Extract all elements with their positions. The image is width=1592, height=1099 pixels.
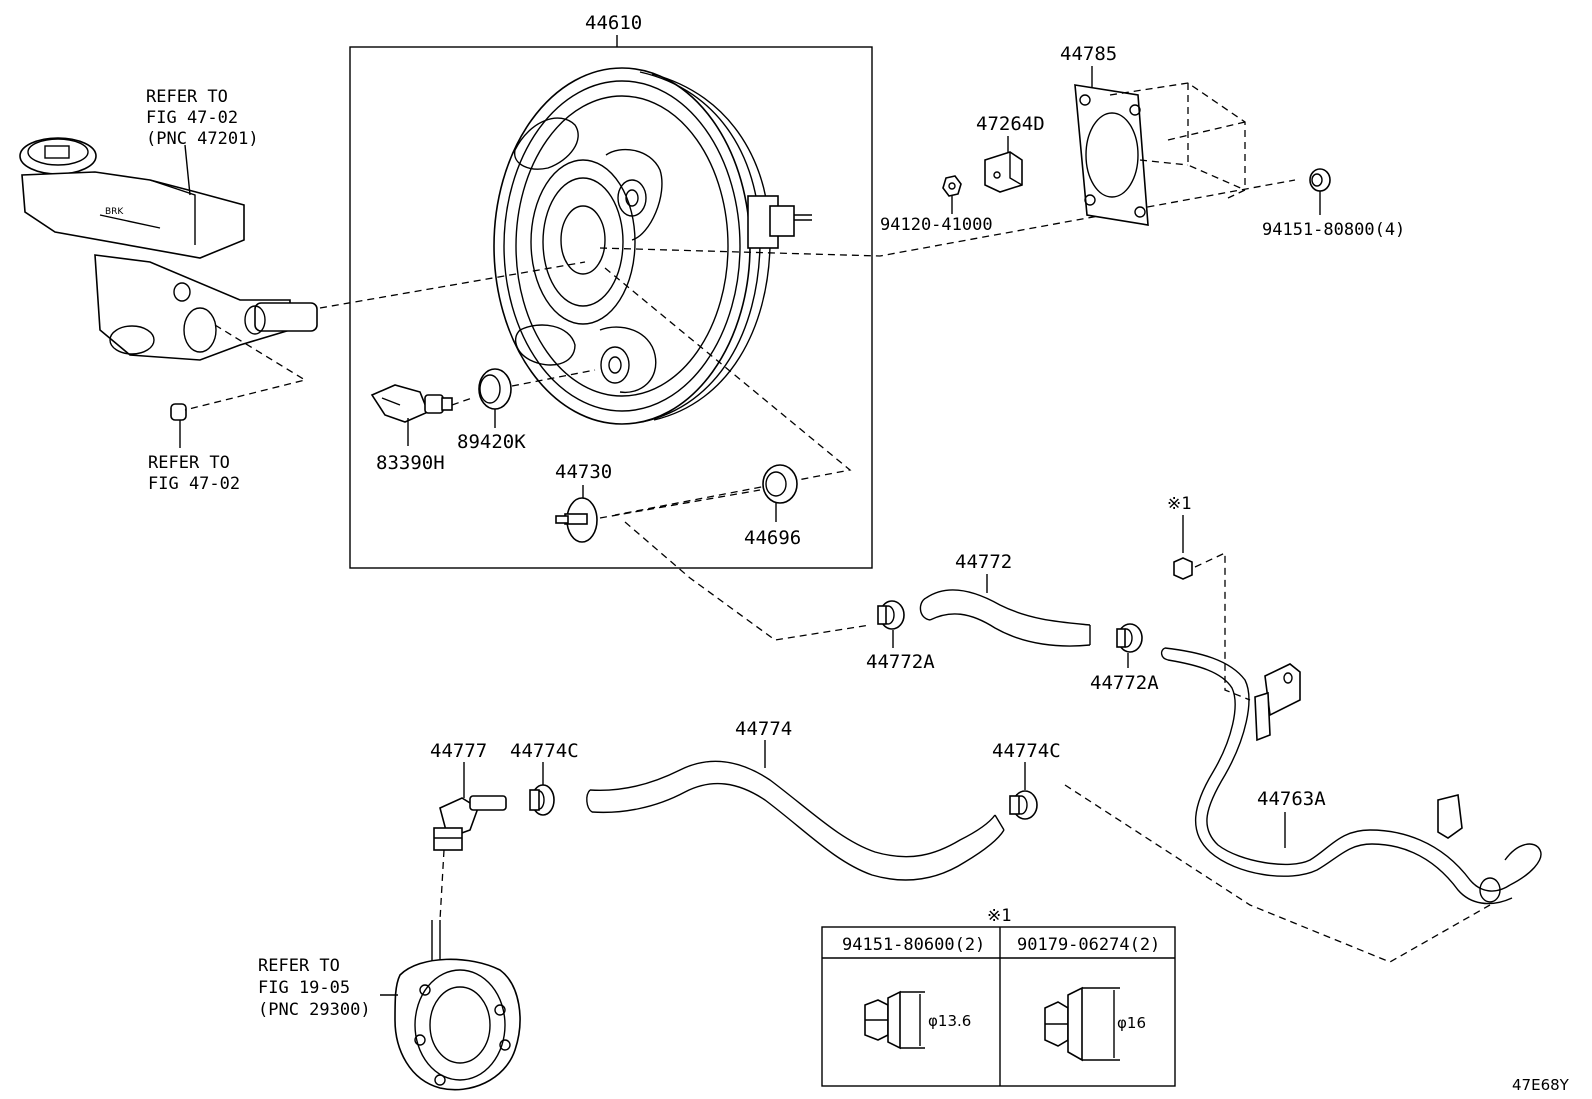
union-44777	[433, 762, 507, 851]
ref-pump-line1: REFER TO	[258, 956, 340, 976]
diagram-code: 47E68Y	[1512, 1076, 1570, 1094]
bracket	[984, 151, 1023, 193]
note-nut-2	[1044, 986, 1120, 1062]
ref-master-cyl-line1: REFER TO	[146, 87, 228, 107]
booster-group-frame	[349, 46, 873, 569]
note-col2-part: 90179-06274(2)	[1017, 935, 1160, 955]
clamp-44774C-1	[529, 784, 555, 816]
label-89420K: 89420K	[457, 431, 526, 453]
label-44610: 44610	[585, 12, 642, 34]
label-44772: 44772	[955, 551, 1012, 573]
clamp-44774C-2	[1009, 790, 1038, 820]
master-cylinder: BRK	[19, 137, 318, 361]
vacuum-pump	[394, 920, 521, 1091]
label-44777: 44777	[430, 740, 487, 762]
note-col1-dim: φ13.6	[928, 1012, 971, 1030]
label-94120-41000: 94120-41000	[880, 215, 993, 235]
ref-master-cyl-line2: FIG 47-02	[146, 108, 238, 128]
label-44774: 44774	[735, 718, 792, 740]
clamp-44772A-1	[877, 600, 905, 630]
label-44772A-1: 44772A	[866, 651, 935, 673]
gasket	[1074, 82, 1246, 226]
ref-pump-line2: FIG 19-05	[258, 978, 350, 998]
label-83390H: 83390H	[376, 452, 445, 474]
ref-pump-line3: (PNC 29300)	[258, 1000, 371, 1020]
label-44730: 44730	[555, 461, 612, 483]
ref-master-cyl-line3: (PNC 47201)	[146, 129, 259, 149]
note-table-mark: ※1	[987, 906, 1011, 926]
grommet-44696	[762, 464, 798, 504]
note-table	[821, 926, 1176, 1087]
brake-booster	[493, 67, 812, 425]
check-valve	[555, 497, 598, 543]
note-col1-part: 94151-80600(2)	[842, 935, 985, 955]
grommet-89420K	[478, 368, 512, 410]
label-94151-80800-4: 94151-80800(4)	[1262, 220, 1405, 240]
label-44774C-2: 44774C	[992, 740, 1061, 762]
tube-44763A	[1160, 647, 1542, 905]
ref-plug-line1: REFER TO	[148, 453, 230, 473]
label-44696: 44696	[744, 527, 801, 549]
svg-text:BRK: BRK	[105, 207, 124, 217]
note-nut-upper	[1173, 557, 1193, 580]
label-44763A: 44763A	[1257, 788, 1326, 810]
label-44785: 44785	[1060, 43, 1117, 65]
hose-44772	[919, 574, 1091, 647]
label-44774C-1: 44774C	[510, 740, 579, 762]
clamp-44772A-2	[1116, 623, 1143, 653]
ref-plug-line2: FIG 47-02	[148, 474, 240, 494]
vacuum-sensor	[370, 384, 453, 446]
nut-94151	[1309, 168, 1331, 192]
label-47264D: 47264D	[976, 113, 1045, 135]
label-44772A-2: 44772A	[1090, 672, 1159, 694]
hose-44774	[586, 740, 1005, 881]
note-nut-1	[864, 990, 925, 1050]
nut-94120	[942, 175, 962, 197]
plug	[170, 403, 187, 421]
note-mark-upper: ※1	[1167, 494, 1191, 514]
note-col2-dim: φ16	[1117, 1014, 1146, 1032]
